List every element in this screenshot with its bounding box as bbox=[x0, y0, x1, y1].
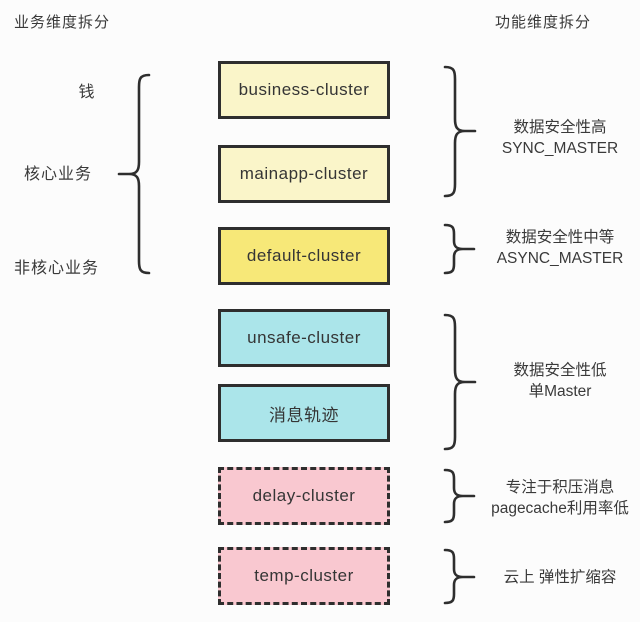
left-curly-brace bbox=[117, 73, 151, 275]
annotation-line: ASYNC_MASTER bbox=[496, 250, 624, 267]
function-dimension-title: 功能维度拆分 bbox=[495, 14, 592, 31]
annotation-line: 云上 弹性扩缩容 bbox=[503, 569, 617, 586]
right-curly-brace-async-master bbox=[443, 223, 476, 275]
annotation-line: SYNC_MASTER bbox=[501, 140, 619, 157]
right-curly-brace-sync-master bbox=[443, 65, 477, 198]
annotation-line: 数据安全性高 bbox=[513, 119, 607, 136]
annotation-line: 数据安全性低 bbox=[513, 362, 607, 379]
cluster-box-unsafe: unsafe-cluster bbox=[218, 309, 390, 367]
left-label-core-business: 核心业务 bbox=[23, 166, 92, 183]
annotation-sync-master: 数据安全性高 SYNC_MASTER bbox=[478, 117, 640, 159]
annotation-line: 单Master bbox=[528, 383, 592, 400]
right-curly-brace-delay bbox=[443, 468, 476, 524]
left-label-money: 钱 bbox=[78, 84, 96, 101]
annotation-async-master: 数据安全性中等 ASYNC_MASTER bbox=[478, 227, 640, 269]
annotation-cloud-elastic: 云上 弹性扩缩容 bbox=[478, 567, 640, 588]
annotation-single-master: 数据安全性低 单Master bbox=[478, 360, 640, 402]
right-curly-brace-temp bbox=[443, 548, 476, 605]
annotation-backlog-pagecache: 专注于积压消息 pagecache利用率低 bbox=[478, 477, 640, 519]
cluster-box-business: business-cluster bbox=[218, 61, 390, 119]
annotation-line: pagecache利用率低 bbox=[491, 500, 629, 517]
annotation-line: 专注于积压消息 bbox=[505, 479, 615, 496]
right-curly-brace-single-master bbox=[443, 313, 477, 451]
cluster-box-message-trace: 消息轨迹 bbox=[218, 384, 390, 442]
business-dimension-title: 业务维度拆分 bbox=[14, 14, 111, 31]
left-label-noncore-business: 非核心业务 bbox=[13, 260, 99, 277]
cluster-box-default: default-cluster bbox=[218, 227, 390, 285]
cluster-box-delay: delay-cluster bbox=[218, 467, 390, 525]
cluster-box-temp: temp-cluster bbox=[218, 547, 390, 605]
annotation-line: 数据安全性中等 bbox=[505, 229, 615, 246]
cluster-box-mainapp: mainapp-cluster bbox=[218, 145, 390, 203]
